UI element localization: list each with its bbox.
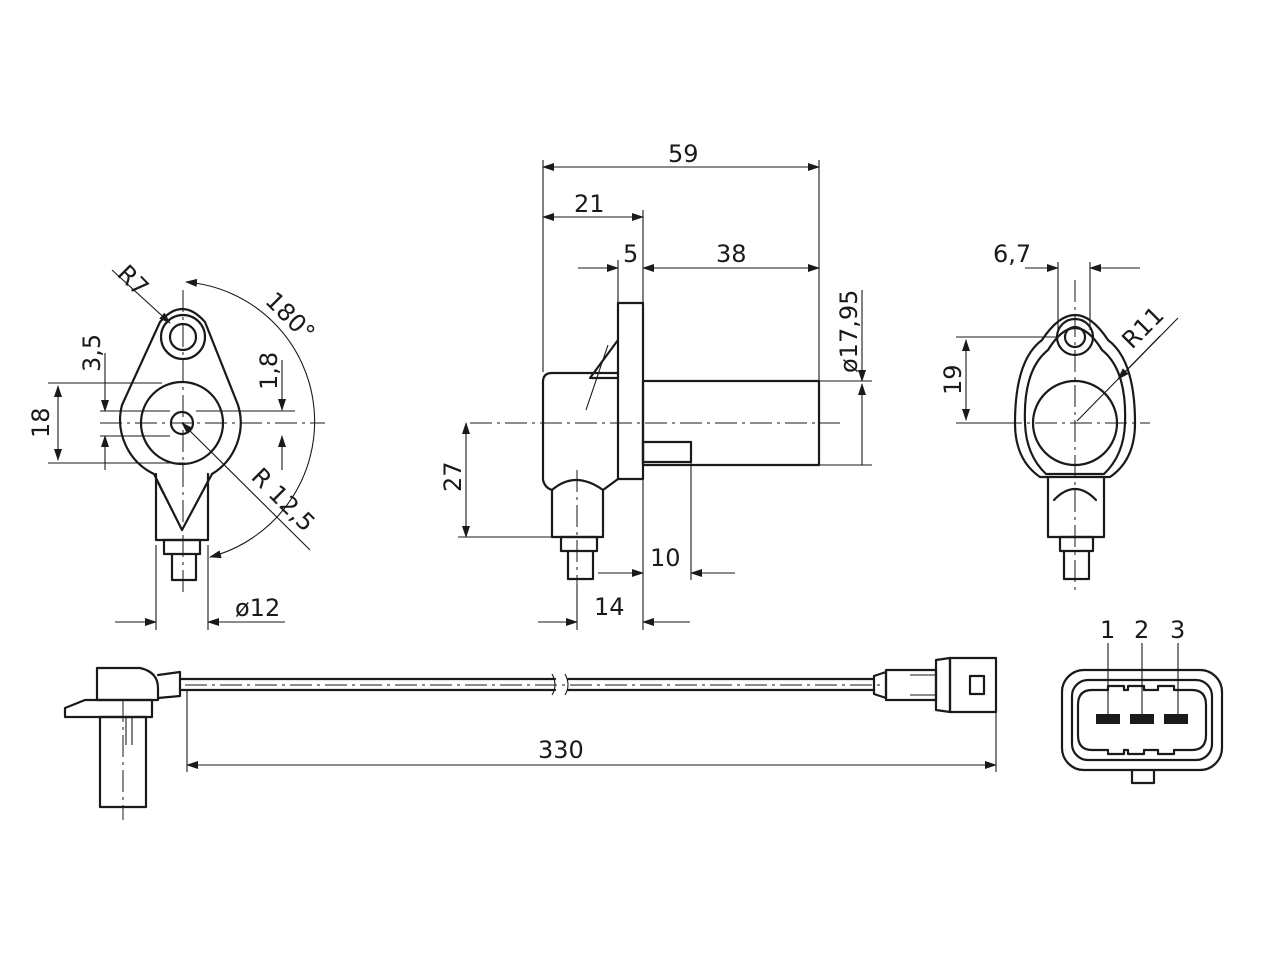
dim-r11: R11	[1116, 301, 1169, 354]
dim-38: 38	[716, 240, 747, 268]
pin-label-1: 1	[1100, 616, 1115, 644]
connector-face-view: 1 2 3	[1060, 616, 1224, 785]
dim-6-7: 6,7	[993, 240, 1031, 268]
dim-dia17-95: ø17,95	[835, 290, 863, 373]
dim-5: 5	[623, 240, 638, 268]
dim-330: 330	[538, 736, 584, 764]
dim-r7: R7	[112, 259, 154, 301]
pin-2-contact	[1130, 714, 1154, 724]
back-view: 6,7 19 R11	[939, 240, 1179, 590]
dim-1-8: 1,8	[255, 352, 283, 390]
pin-1-contact	[1096, 714, 1120, 724]
dim-r12-5: R 12,5	[246, 462, 321, 537]
pin-label-3: 3	[1170, 616, 1185, 644]
dim-21: 21	[574, 190, 605, 218]
dim-dia12: ø12	[235, 594, 280, 622]
dim-59: 59	[668, 140, 699, 168]
cable-view: 330	[63, 656, 998, 820]
dim-27: 27	[439, 461, 467, 492]
dim-14: 14	[594, 593, 625, 621]
pin-3-contact	[1164, 714, 1188, 724]
dim-10: 10	[650, 544, 681, 572]
dim-18: 18	[27, 407, 55, 438]
dim-19: 19	[939, 364, 967, 395]
front-view: R7 180° 3,5 1,8 18 R 12,5 ø12	[27, 259, 325, 630]
side-view: 59 21 5 38 ø17,95 27 10 14	[439, 140, 872, 630]
pin-label-2: 2	[1134, 616, 1149, 644]
dim-3-5: 3,5	[78, 334, 106, 372]
dim-180-angle: 180°	[260, 286, 321, 347]
